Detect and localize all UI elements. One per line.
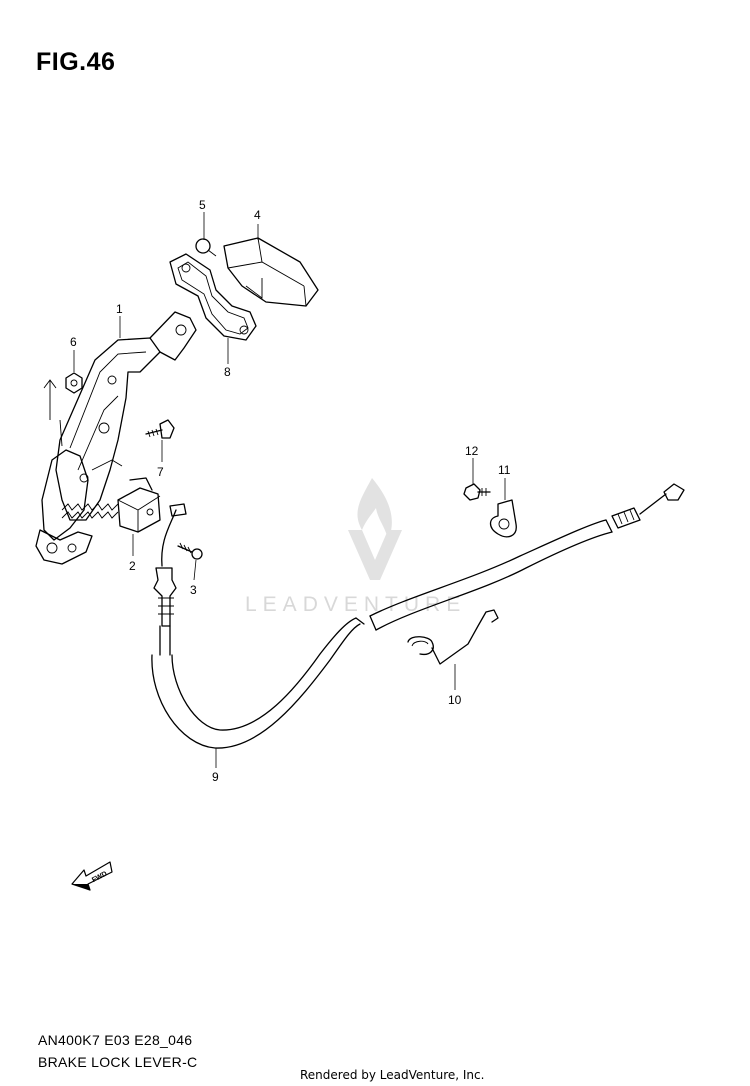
callout-4: 4 [254, 208, 261, 222]
fwd-arrow-icon: FWD [71, 861, 113, 891]
figure-title: FIG.46 [36, 48, 116, 76]
callout-1: 1 [116, 302, 123, 316]
callout-leaders [73, 212, 506, 768]
callout-6: 6 [70, 335, 77, 349]
switch-wire [161, 509, 177, 567]
part-11-clamp[interactable] [489, 499, 517, 538]
part-12-bolt[interactable] [463, 483, 491, 501]
part-9-cable[interactable] [151, 483, 685, 749]
callout-2: 2 [129, 559, 136, 573]
figure-code: AN400K7 E03 E28_046 [38, 1032, 193, 1048]
callout-8: 8 [224, 365, 231, 379]
part-2-switch[interactable] [117, 477, 161, 533]
callout-labels: 1 2 3 4 5 6 7 8 9 10 11 12 [70, 198, 511, 784]
callout-3: 3 [190, 583, 197, 597]
callout-10: 10 [448, 693, 462, 707]
callout-9: 9 [212, 770, 219, 784]
flame-v-logo-icon [348, 478, 402, 580]
part-7-bolt[interactable] [145, 419, 175, 439]
callout-5: 5 [199, 198, 206, 212]
part-3-screw[interactable] [177, 542, 203, 560]
part-5-bolt[interactable] [195, 238, 217, 257]
watermark: LEADVENTURE [245, 478, 466, 616]
part-6-nut[interactable] [65, 372, 83, 394]
watermark-text: LEADVENTURE [245, 593, 466, 616]
wire-connector [169, 503, 187, 517]
part-8-plate[interactable] [169, 253, 257, 341]
figure-name: BRAKE LOCK LEVER-C [38, 1054, 198, 1070]
callout-12: 12 [465, 444, 479, 458]
callout-11: 11 [498, 463, 511, 477]
render-credit: Rendered by LeadVenture, Inc. [300, 1068, 485, 1082]
part-10-wire-clip[interactable] [407, 609, 499, 665]
spring [61, 459, 123, 519]
callout-7: 7 [157, 465, 164, 479]
part-1-lever-bracket[interactable] [35, 311, 197, 565]
part-4-pad[interactable] [223, 237, 319, 307]
